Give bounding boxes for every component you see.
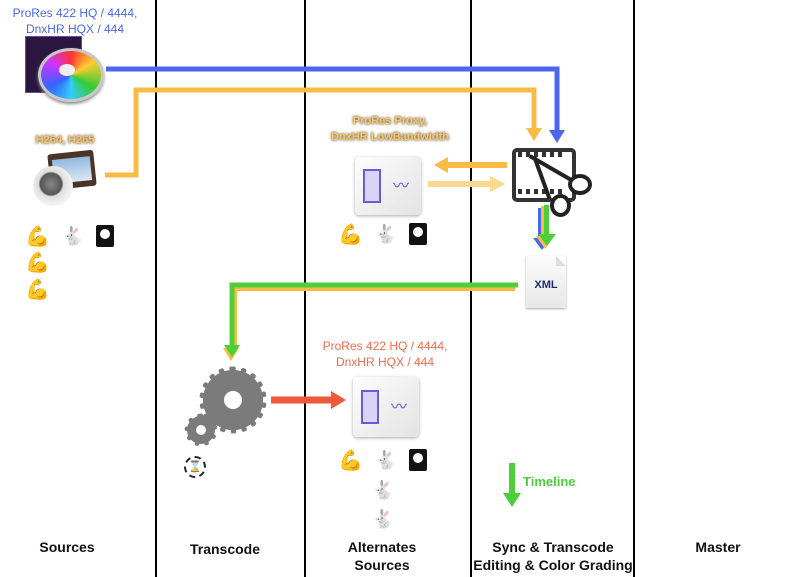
lane-label-master: Master (635, 538, 785, 556)
format-line: DnxHR LowBandwidth (331, 131, 449, 143)
media-container-cube-icon[interactable]: 〰 (353, 377, 419, 437)
speed-icon: 🐇 (372, 509, 395, 529)
format-line: H264, H265 (35, 134, 95, 146)
speed-icon: 🐇 (374, 449, 398, 470)
blue-flow-arrow (106, 66, 565, 143)
sources-ratings: 💪 🐇 💪 💪 (25, 224, 115, 308)
lane-label-transcode: Transcode (157, 540, 293, 558)
storage-icon (409, 223, 428, 245)
lane-label-alternates: Alternates Sources (306, 538, 458, 574)
storage-icon (96, 225, 115, 247)
media-player-icon[interactable] (33, 149, 97, 208)
strength-icon: 💪 (25, 225, 50, 248)
strength-icon: 💪 (25, 252, 50, 274)
format-line: DnxHR HQX / 444 (25, 22, 125, 36)
orange-flow-arrow (105, 87, 542, 178)
strength-icon: 💪 (338, 449, 363, 472)
lane-divider (155, 0, 157, 577)
lane-label-line: Sync & Transcode (492, 539, 614, 555)
proxy-send-arrow (428, 176, 505, 192)
proxy-format-label: ProRes Proxy, DnxHR LowBandwidth (315, 113, 465, 145)
format-line: ProRes 422 HQ / 4444, (12, 6, 138, 20)
hourglass-cycle-icon: ⌛ (184, 456, 206, 478)
format-line: DnxHR HQX / 444 (335, 355, 435, 369)
waveform-icon: 〰 (391, 399, 408, 416)
lane-divider (633, 0, 635, 577)
lane-label-line: Alternates (347, 539, 417, 555)
speed-icon: 🐇 (61, 225, 85, 246)
lane-label-line: Master (695, 539, 741, 555)
proxy-ratings: 💪 🐇 (338, 222, 428, 246)
speed-icon: 🐇 (374, 223, 398, 244)
lane-label-line: Editing & Color Grading (473, 557, 633, 573)
xml-to-transcode-arrow (223, 282, 518, 361)
xml-label: XML (534, 279, 558, 291)
xml-document-icon[interactable]: XML (526, 256, 566, 308)
strength-icon: 💪 (338, 223, 363, 246)
storage-icon (409, 449, 428, 471)
format-line: ProRes Proxy, (352, 115, 428, 127)
lane-label-line: Sources (39, 539, 95, 555)
speed-icon: 🐇 (372, 480, 395, 500)
timeline-arrow (503, 463, 521, 507)
format-line: ProRes 422 HQ / 4444, (322, 339, 448, 353)
alternates-ratings: 💪 🐇 🐇 🐇 (338, 448, 428, 532)
lane-label-sync: Sync & Transcode Editing & Color Grading (468, 538, 638, 574)
lane-label-line: Sources (354, 557, 410, 573)
timeline-label: Timeline (523, 474, 576, 489)
color-grading-app-icon[interactable] (25, 36, 104, 102)
alternate-format-label: ProRes 422 HQ / 4444, DnxHR HQX / 444 (310, 338, 460, 370)
strength-icon: 💪 (25, 279, 50, 301)
editor-to-xml-arrow (533, 205, 556, 250)
waveform-icon: 〰 (393, 178, 410, 195)
gears-icon[interactable] (183, 366, 267, 448)
film-scissors-editor-icon[interactable] (512, 148, 592, 217)
proxy-return-arrow (434, 157, 507, 173)
lane-label-sources: Sources (0, 538, 134, 556)
media-container-cube-icon[interactable]: 〰 (355, 157, 421, 215)
lane-label-line: Transcode (189, 541, 261, 557)
source-high-format-label: ProRes 422 HQ / 4444, DnxHR HQX / 444 (0, 5, 150, 37)
source-low-format-label: H264, H265 (20, 132, 110, 148)
transcode-output-arrow (271, 391, 346, 409)
